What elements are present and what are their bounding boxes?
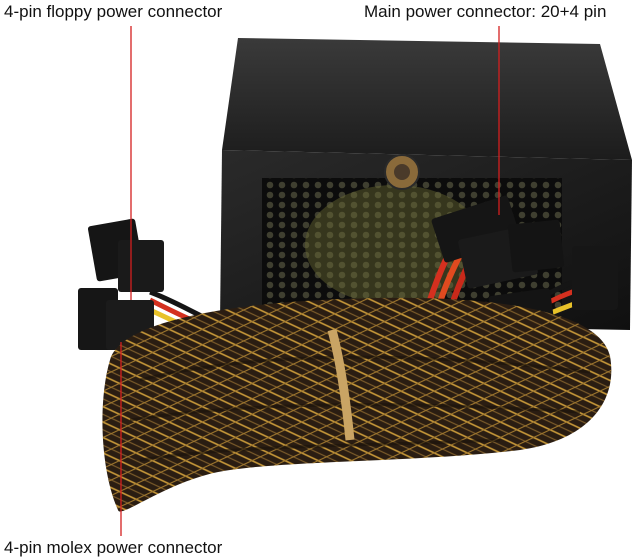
psu-top-panel bbox=[222, 38, 632, 160]
psu-unit bbox=[220, 38, 632, 330]
cable-tie bbox=[327, 328, 355, 441]
floppy-connector-label: 4-pin floppy power connector bbox=[4, 2, 223, 21]
main-connector-label: Main power connector: 20+4 pin bbox=[364, 2, 607, 21]
fan-hub-center bbox=[394, 164, 410, 180]
floppy-connector-2 bbox=[118, 240, 164, 292]
molex-connector-right bbox=[572, 246, 618, 310]
pcie-connector bbox=[507, 219, 565, 273]
molex-connector-label: 4-pin molex power connector bbox=[4, 538, 223, 557]
cable-bundle bbox=[102, 297, 612, 512]
